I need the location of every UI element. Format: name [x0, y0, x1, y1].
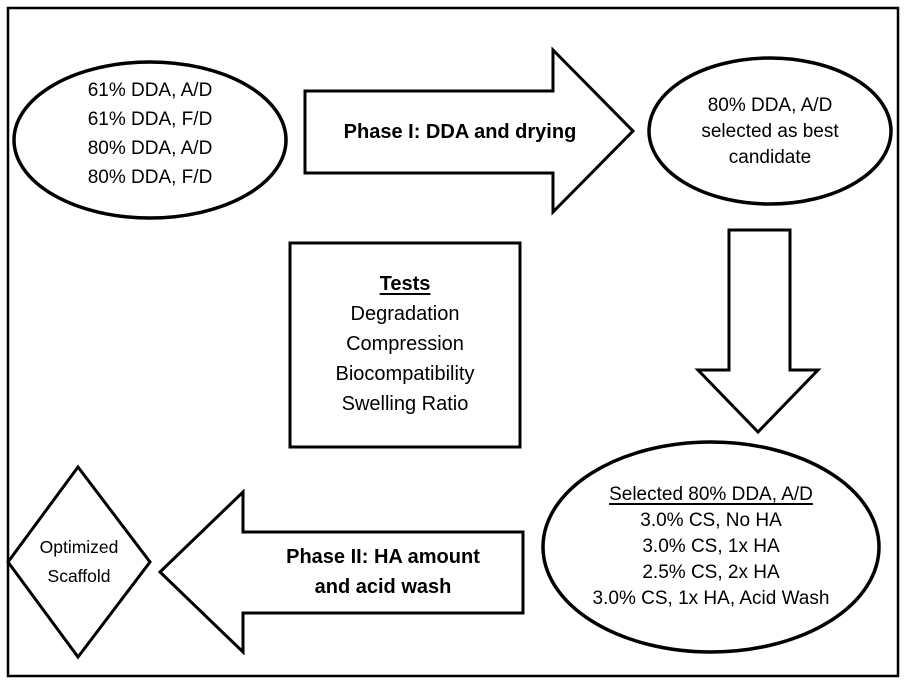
phase2-ellipse-line: 2.5% CS, 2x HA	[642, 562, 780, 583]
phase2-ellipse-title: Selected 80% DDA, A/D	[609, 484, 813, 505]
result-diamond-line: Scaffold	[47, 566, 111, 586]
selected-ellipse-shape	[647, 56, 893, 206]
result-diamond-shape	[6, 464, 152, 660]
selected-ellipse-line: 80% DDA, A/D	[707, 95, 833, 116]
selected-ellipse-text: 80% DDA, A/D selected as best candidate	[650, 93, 890, 171]
tests-box-item: Swelling Ratio	[341, 393, 469, 415]
phase2-arrow-label: Phase II: HA amount and acid wash	[243, 542, 523, 602]
tests-box-item: Biocompatibility	[335, 363, 475, 385]
phase1-arrow-shape	[303, 46, 636, 216]
result-diamond-text: Optimized Scaffold	[9, 533, 149, 591]
start-ellipse-line: 61% DDA, A/D	[87, 80, 213, 101]
phase2-ellipse-line: 3.0% CS, 1x HA, Acid Wash	[592, 588, 830, 609]
phase2-ellipse-text: Selected 80% DDA, A/D 3.0% CS, No HA 3.0…	[541, 482, 881, 612]
start-ellipse-text: 61% DDA, A/D 61% DDA, F/D 80% DDA, A/D 8…	[30, 76, 270, 192]
selected-ellipse-line: selected as best	[701, 121, 839, 142]
phase2-arrow-shape	[157, 488, 525, 656]
start-ellipse-line: 61% DDA, F/D	[87, 109, 213, 130]
result-diamond-line: Optimized	[39, 537, 119, 557]
phase2-arrow-label-line: Phase II: HA amount	[286, 546, 480, 568]
start-ellipse-line: 80% DDA, A/D	[87, 138, 213, 159]
start-ellipse-shape	[12, 60, 288, 220]
phase2-ellipse-shape	[541, 440, 881, 654]
phase2-ellipse-line: 3.0% CS, No HA	[640, 510, 782, 531]
tests-box-item: Degradation	[350, 303, 460, 325]
phase1-arrow-label: Phase I: DDA and drying	[343, 121, 577, 143]
tests-box-shape	[288, 241, 522, 449]
tests-box-text: Tests Degradation Compression Biocompati…	[291, 269, 519, 419]
tests-box-title: Tests	[379, 273, 431, 295]
start-ellipse-line: 80% DDA, F/D	[87, 167, 213, 188]
phase2-arrow-label-line: and acid wash	[314, 576, 452, 598]
down-arrow-shape	[694, 228, 822, 435]
selected-ellipse-line: candidate	[728, 147, 812, 168]
tests-box-item: Compression	[346, 333, 464, 355]
phase2-ellipse-line: 3.0% CS, 1x HA	[642, 536, 780, 557]
